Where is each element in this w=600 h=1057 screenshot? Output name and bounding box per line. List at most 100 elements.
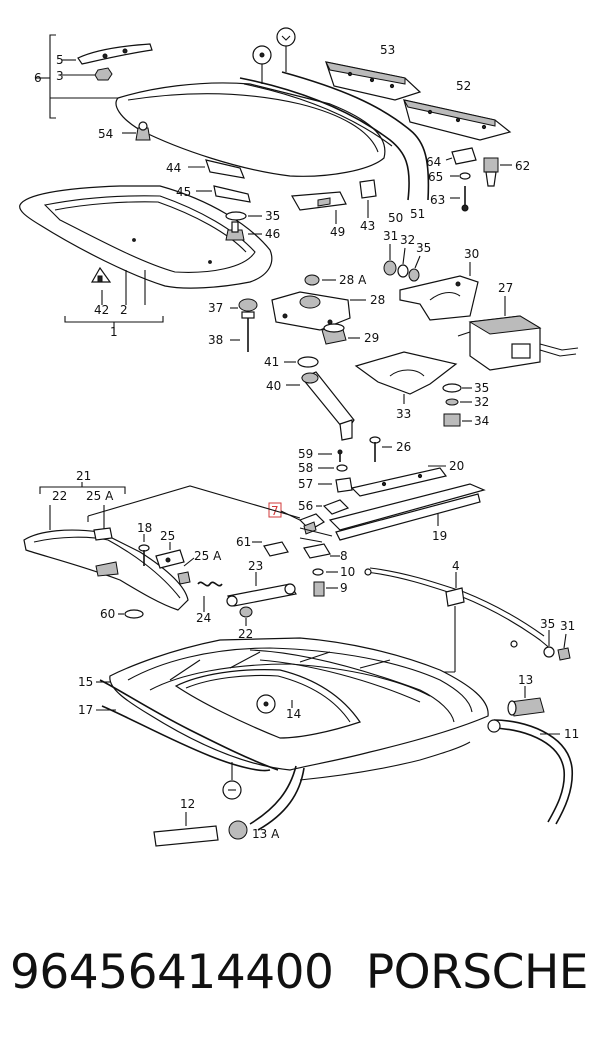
clip-8 [303,543,340,559]
callout-label: 37 [208,301,223,315]
drain-hose-11 [487,719,574,825]
callout-label: 64 [426,155,441,169]
callout-label: 51 [410,207,425,221]
drain-hose-12 [153,812,219,847]
assembly-guide-lines [87,485,333,543]
callout-label: 54 [98,127,113,141]
callout-label: 19 [432,529,447,543]
callout-label: 25 A [86,489,114,503]
spring-24 [197,581,223,612]
seal-strip-51 [281,71,430,201]
callout-labels: 5 6 3 1 2 42 54 44 45 35 46 43 49 50 51 … [34,43,579,841]
callout-label: 33 [396,407,411,421]
bracket-group-21 [39,482,126,530]
nut-31-right [557,633,571,661]
mount-plate-33 [354,351,458,404]
callout-label: 13 A [252,827,280,841]
callout-label: 35 [416,241,431,255]
callout-label: 24 [196,611,211,625]
washer-60 [118,609,144,619]
callout-label: 41 [264,355,279,369]
callout-label: 15 [78,675,93,689]
callout-label: 60 [100,607,115,621]
callout-label: 35 [540,617,555,631]
clip-25 [155,542,185,569]
washer-35-top [225,211,262,221]
callout-label: 14 [286,707,301,721]
bracket-group-1 [64,270,164,330]
callout-label: 27 [498,281,513,295]
callout-label: 17 [78,703,93,717]
callout-label: 9 [340,581,348,595]
washer-32 [397,247,409,278]
washer-65 [450,172,471,180]
callout-label: 5 [56,53,64,67]
callout-label: 50 [388,211,403,225]
callout-label: 22 [52,489,67,503]
push-clip-54 [122,121,151,141]
callout-label: 26 [396,440,411,454]
callout-label: 53 [380,43,395,57]
callout-label: 18 [137,521,152,535]
callout-label: 6 [34,71,42,85]
bracket-64 [445,147,477,165]
callout-label: 29 [364,331,379,345]
callout-label: 63 [430,193,445,207]
screw-59 [318,449,343,462]
seal-15 [96,679,279,771]
screw-26 [369,436,392,462]
slider-7 [298,513,325,535]
callout-label: 35 [265,209,280,223]
cable-drum-29 [321,323,360,345]
drain-hose-13a [228,765,305,840]
callout-label: 57 [298,477,313,491]
callout-label: 30 [464,247,479,261]
callout-label: 31 [560,619,575,633]
plate-53 [325,61,422,101]
bolt-9 [313,581,338,597]
crank-arm-40 [286,371,355,441]
bracket-group-3 [36,34,118,119]
callout-label: 58 [298,461,313,475]
callout-label: 10 [340,565,355,579]
wind-deflector-strip-5 [77,43,153,65]
guide-49 [291,191,347,224]
callout-label: 40 [266,379,281,393]
wind-deflector-cover-21 [23,527,189,611]
callout-label: 43 [360,219,375,233]
callout-label: 4 [452,559,460,573]
grommet-37 [230,298,258,312]
callout-label: 56 [298,499,313,513]
bolt-46 [225,221,262,241]
callout-label: 23 [248,559,263,573]
bracket-45 [196,185,251,203]
callout-label: 34 [474,414,489,428]
callout-label: 38 [208,333,223,347]
frame-bottom-edge [299,741,471,781]
nut-31 [383,244,397,276]
screw-18 [138,534,150,566]
bracket-44 [188,159,245,179]
roof-frame-1 [19,185,273,289]
callout-label: 65 [428,170,443,184]
footer: 96456414400 PORSCHE [0,945,600,1015]
callout-label: 25 [160,529,175,543]
callout-label: 46 [265,227,280,241]
callout-label: 62 [515,159,530,173]
bracket-61 [252,541,289,557]
callout-label: 32 [474,395,489,409]
callout-label: 12 [180,797,195,811]
pad-56 [316,499,350,515]
seal-strip-50 [239,77,410,201]
part-number: 96456414400 [10,945,334,1000]
grommet-13 [507,686,545,717]
callout-label: 3 [56,69,64,83]
callout-label: 2 [120,303,128,317]
mount-bracket-30 [399,262,479,321]
callout-label: 11 [564,727,579,741]
nut-25a-left [177,557,195,585]
callout-label: 35 [474,381,489,395]
clip-57 [318,477,353,493]
callout-label: 49 [330,225,345,239]
gearbox-28 [271,291,366,331]
